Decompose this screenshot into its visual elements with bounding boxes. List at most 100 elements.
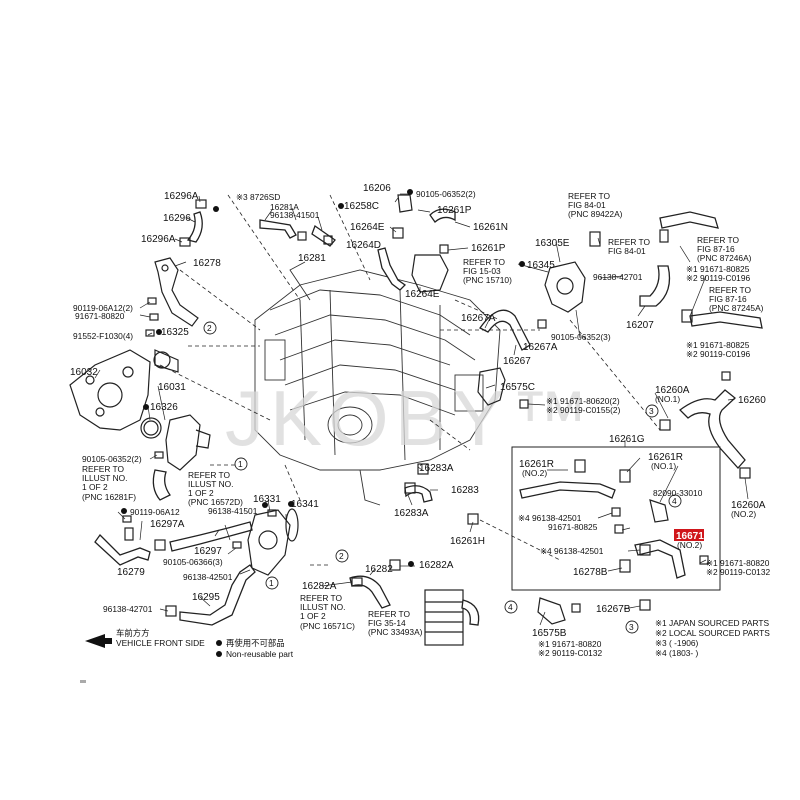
label-16282A-right: 16282A bbox=[419, 560, 454, 571]
label-16283: 16283 bbox=[451, 485, 479, 496]
label-91671-80820-bot: ※1 91671-80820 bbox=[538, 639, 602, 649]
refer-35-14-2: FIG 35-14 bbox=[368, 618, 406, 628]
hose-16297 bbox=[169, 521, 253, 552]
label-16341: 16341 bbox=[291, 499, 319, 510]
label-16261P-top: 16261P bbox=[437, 205, 472, 216]
label-16267A-left: 16267A bbox=[461, 313, 496, 324]
refer-illust-left-4: (PNC 16281F) bbox=[82, 492, 136, 502]
callout-2-a: 2 bbox=[207, 323, 212, 333]
label-96138-42501-a: ※4 96138-42501 bbox=[518, 513, 582, 523]
label-91671-80825-top: ※1 91671-80825 bbox=[686, 264, 750, 274]
label-16282: 16282 bbox=[365, 564, 393, 575]
refer-illust-low-4: (PNC 16571C) bbox=[300, 621, 355, 631]
hose-16282 bbox=[349, 575, 391, 609]
label-16031: 16031 bbox=[158, 382, 186, 393]
label-16575B: 16575B bbox=[532, 628, 567, 639]
label-16331: 16331 bbox=[253, 494, 281, 505]
callout-circles: 2 1 1 2 4 3 3 4 bbox=[203, 321, 682, 634]
label-16278B: 16278B bbox=[573, 567, 608, 578]
subassembly-box-16261G bbox=[511, 446, 721, 591]
label-16296: 16296 bbox=[163, 213, 191, 224]
refer-87-16-b2: FIG 87-16 bbox=[709, 294, 747, 304]
water-outlet-16305E bbox=[537, 231, 601, 329]
label-16260: 16260 bbox=[738, 395, 766, 406]
label-96138-42701-right: 96138-42701 bbox=[593, 272, 643, 282]
watermark: JKOBY™ bbox=[225, 374, 595, 462]
label-90105-06366-3: 90105-06366(3) bbox=[163, 557, 223, 567]
bypass-hoses-top bbox=[259, 194, 456, 293]
label-96138-42501-b: ※4 96138-42501 bbox=[540, 546, 604, 556]
non-reusable-dot-icon bbox=[216, 640, 222, 646]
label-16264D: 16264D bbox=[346, 240, 381, 251]
label-91671-80620-2: ※1 91671-80620(2) bbox=[546, 396, 620, 406]
label-16296A-top: 16296A bbox=[164, 191, 199, 202]
note-local-sourced: ※2 LOCAL SOURCED PARTS bbox=[655, 628, 770, 638]
refer-84-01-b1: REFER TO bbox=[608, 237, 651, 247]
hose-16260 bbox=[679, 389, 746, 469]
refer-15-03-3: (PNC 15710) bbox=[463, 275, 512, 285]
note-japan-sourced: ※1 JAPAN SOURCED PARTS bbox=[655, 618, 769, 628]
label-16261H: 16261H bbox=[450, 536, 485, 547]
bracket-16278 bbox=[154, 257, 199, 327]
refer-illust-low-3: 1 OF 2 bbox=[300, 611, 326, 621]
label-16278: 16278 bbox=[193, 258, 221, 269]
label-91671-80820-right: ※1 91671-80820 bbox=[706, 558, 770, 568]
engine-block bbox=[254, 261, 501, 506]
oil-cooler bbox=[424, 589, 480, 646]
label-90119-C0132-bot: ※2 90119-C0132 bbox=[538, 648, 602, 658]
label-90105-06352-2-top: 90105-06352(2) bbox=[416, 189, 476, 199]
refer-87-16-a3: (PNC 87246A) bbox=[697, 253, 752, 263]
label-16261R-right-no: (NO.1) bbox=[651, 461, 676, 471]
refer-35-14-1: REFER TO bbox=[368, 609, 411, 619]
label-16295: 16295 bbox=[192, 592, 220, 603]
label-96138-42501-left: 96138-42501 bbox=[183, 572, 233, 582]
hose-16283 bbox=[404, 485, 433, 503]
refer-illust-mid-4: (PNC 16572D) bbox=[188, 497, 243, 507]
label-16282A-left: 16282A bbox=[302, 581, 337, 592]
label-16032: 16032 bbox=[70, 367, 98, 378]
label-90105-06352-3: 90105-06352(3) bbox=[551, 332, 611, 342]
dashed-reference-lines bbox=[159, 194, 661, 566]
label-16283A-mid: 16283A bbox=[394, 508, 429, 519]
label-90119-C0196-top: ※2 90119-C0196 bbox=[686, 273, 750, 283]
refer-illust-low-1: REFER TO bbox=[300, 593, 343, 603]
label-16283A-top: 16283A bbox=[419, 463, 454, 474]
water-pump-housing bbox=[69, 349, 179, 439]
refer-87-16-a1: REFER TO bbox=[697, 235, 740, 245]
note-3: ※3 ( -1906) bbox=[655, 638, 699, 648]
label-16281A: 16281A bbox=[270, 202, 299, 212]
label-96138-42701-left: 96138-42701 bbox=[103, 604, 153, 614]
refer-illust-left-2: ILLUST NO. bbox=[82, 473, 127, 483]
hose-16279 bbox=[94, 533, 151, 566]
refer-illust-mid-2: ILLUST NO. bbox=[188, 479, 233, 489]
label-90119-C0132-right: ※2 90119-C0132 bbox=[706, 567, 770, 577]
label-90119-C0155-2: ※2 90119-C0155(2) bbox=[546, 405, 621, 415]
label-16261G: 16261G bbox=[609, 434, 645, 445]
hose-16207 bbox=[639, 265, 671, 307]
label-16260A-top-no: (NO.1) bbox=[655, 394, 680, 404]
non-reusable-markers bbox=[121, 189, 525, 567]
front-arrow-icon bbox=[85, 634, 112, 648]
refer-35-14-3: (PNC 33493A) bbox=[368, 627, 423, 637]
label-16267B: 16267B bbox=[596, 604, 631, 615]
legend-nonreuse-cn: 再使用不可部品 bbox=[226, 638, 285, 648]
label-96138-41501-mid: 96138-41501 bbox=[208, 506, 258, 516]
callout-1-b: 1 bbox=[269, 578, 274, 588]
label-16326: 16326 bbox=[150, 402, 178, 413]
label-16575C: 16575C bbox=[500, 382, 535, 393]
label-90105-06352-2-left: 90105-06352(2) bbox=[82, 454, 142, 464]
note-4: ※4 (1803- ) bbox=[655, 648, 699, 658]
label-91671-80825-box: 91671-80825 bbox=[548, 522, 598, 532]
label-16260A-bot-no: (NO.2) bbox=[731, 509, 756, 519]
label-16261R-right: 16261R bbox=[648, 452, 683, 463]
label-16207: 16207 bbox=[626, 320, 654, 331]
label-16297A: 16297A bbox=[150, 519, 185, 530]
label-91552: 91552-F1030(4) bbox=[73, 331, 133, 341]
refer-15-03-1: REFER TO bbox=[463, 257, 506, 267]
label-16296A-bot: 16296A bbox=[141, 234, 176, 245]
label-90119-C0196-mid: ※2 90119-C0196 bbox=[686, 349, 750, 359]
callout-4-b: 4 bbox=[672, 496, 677, 506]
refer-illust-low-2: ILLUST NO. bbox=[300, 602, 345, 612]
non-reusable-dot-icon-2 bbox=[216, 651, 222, 657]
